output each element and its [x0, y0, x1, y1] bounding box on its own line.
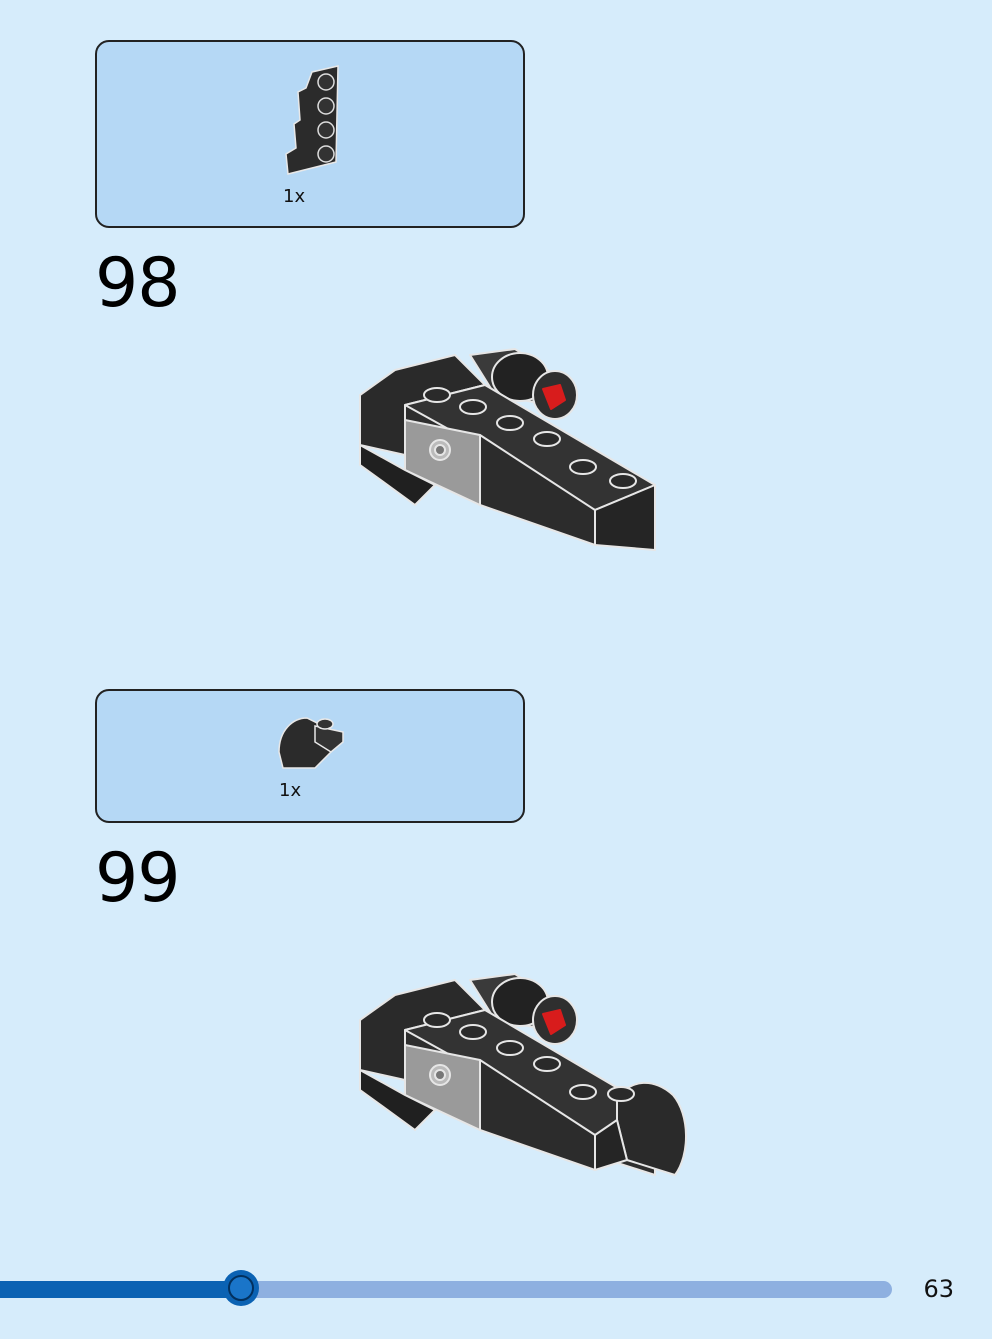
page-number: 63	[923, 1275, 954, 1303]
part-quantity: 1x	[283, 186, 306, 207]
curved-slope-icon	[278, 717, 344, 769]
part-quantity: 1x	[279, 780, 302, 801]
build-model-step-99	[359, 973, 687, 1176]
step-number: 99	[95, 839, 181, 918]
progress-knob	[223, 1270, 259, 1306]
progress-fill	[0, 1281, 241, 1298]
build-model-step-98	[359, 348, 656, 551]
wedge-plate-icon	[285, 65, 339, 175]
step-number: 98	[95, 244, 181, 323]
